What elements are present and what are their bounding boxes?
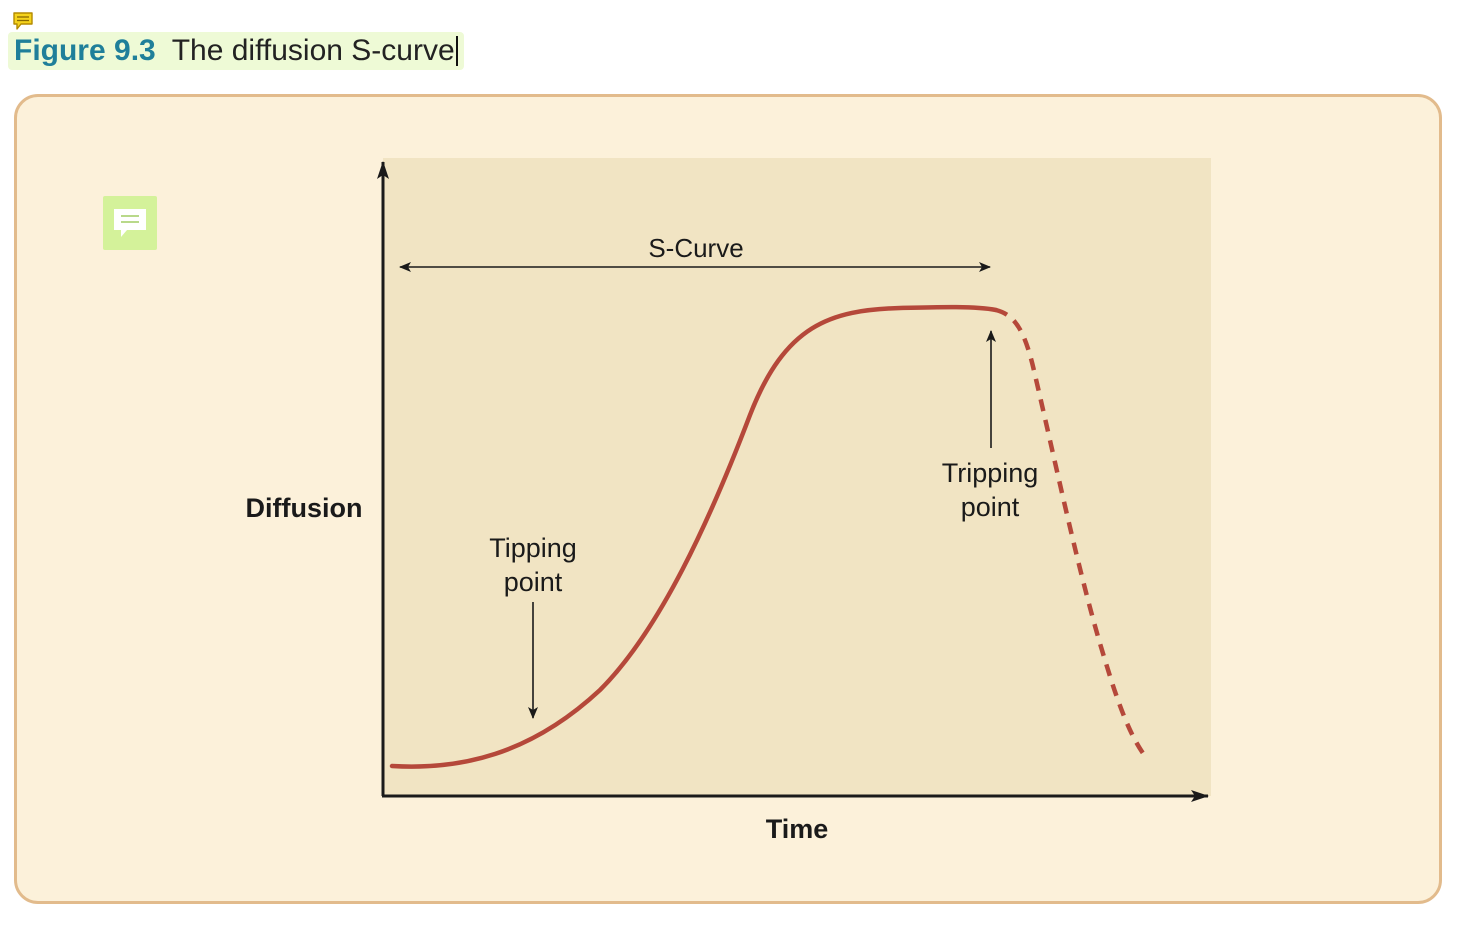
decline-dashed-line bbox=[995, 307, 1150, 762]
s-curve-line bbox=[389, 304, 999, 769]
tripping-point-label-line2: point bbox=[961, 492, 1020, 522]
comment-bubble-icon bbox=[114, 209, 146, 237]
figure-caption[interactable]: Figure 9.3 The diffusion S-curve bbox=[8, 32, 464, 70]
y-axis-label: Diffusion bbox=[246, 493, 363, 523]
s-curve-span-label: S-Curve bbox=[648, 233, 743, 263]
plot-area bbox=[383, 158, 1211, 796]
comment-icon[interactable] bbox=[103, 196, 157, 250]
text-cursor bbox=[455, 36, 458, 66]
figure-number: Figure 9.3 bbox=[14, 34, 156, 67]
tipping-point-label-line1: Tipping bbox=[489, 533, 577, 563]
tipping-point-label-line2: point bbox=[504, 567, 563, 597]
tripping-point-label-line1: Tripping bbox=[942, 458, 1039, 488]
x-axis-label: Time bbox=[766, 814, 829, 844]
figure-title: The diffusion S-curve bbox=[171, 34, 455, 67]
note-icon[interactable] bbox=[12, 11, 34, 31]
